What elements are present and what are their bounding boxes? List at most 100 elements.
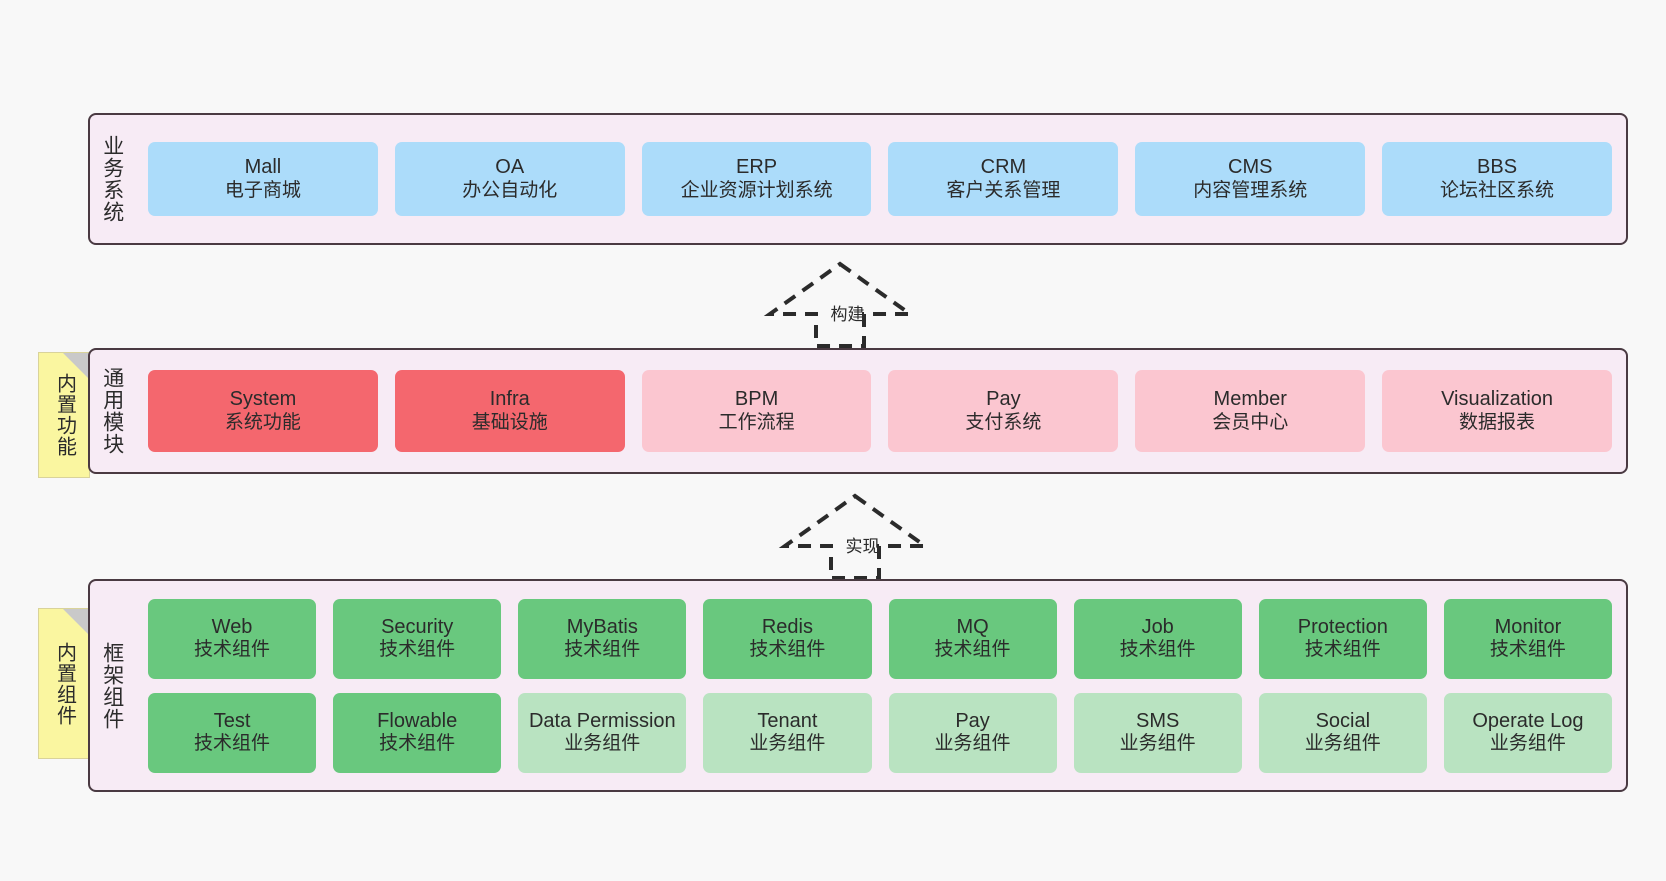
node-title: ERP (736, 156, 778, 178)
node-crm[interactable]: CRM 客户关系管理 (888, 142, 1119, 216)
node-subtitle: 客户关系管理 (946, 179, 1061, 201)
node-subtitle: 技术组件 (749, 639, 826, 661)
band-body-framework-components: Web 技术组件 Security 技术组件 MyBatis 技术组件 Redi… (134, 581, 1626, 790)
node-title: Protection (1297, 615, 1388, 638)
node-title: CRM (980, 156, 1027, 178)
node-job[interactable]: Job 技术组件 (1073, 598, 1242, 679)
band-body-common-modules: System 系统功能 Infra 基础设施 BPM 工作流程 Pay 支付系统… (134, 350, 1626, 472)
node-subtitle: 数据报表 (1459, 411, 1536, 433)
node-redis[interactable]: Redis 技术组件 (703, 598, 872, 679)
node-title: Monitor (1494, 615, 1562, 638)
connector-implement-arrow-icon: 实现 (775, 490, 935, 580)
node-subtitle: 论坛社区系统 (1440, 179, 1555, 201)
node-test[interactable]: Test 技术组件 (148, 692, 317, 773)
node-subtitle: 技术组件 (1304, 639, 1381, 661)
node-subtitle: 基础设施 (471, 411, 548, 433)
node-infra[interactable]: Infra 基础设施 (394, 370, 625, 452)
node-monitor[interactable]: Monitor 技术组件 (1443, 598, 1612, 679)
node-subtitle: 内容管理系统 (1193, 179, 1308, 201)
node-title: Visualization (1441, 388, 1554, 410)
node-title: Tenant (757, 709, 818, 732)
node-subtitle: 工作流程 (718, 411, 795, 433)
node-subtitle: 系统功能 (224, 411, 301, 433)
node-bpm[interactable]: BPM 工作流程 (641, 370, 872, 452)
node-title: OA (495, 156, 525, 178)
node-title: Mall (244, 156, 282, 178)
node-subtitle: 技术组件 (194, 733, 271, 755)
node-title: Redis (761, 615, 813, 638)
node-subtitle: 技术组件 (1489, 639, 1566, 661)
connector-build-label: 构建 (830, 305, 865, 324)
node-title: Job (1141, 615, 1174, 638)
node-cms[interactable]: CMS 内容管理系统 (1135, 142, 1366, 216)
row-business-systems: Mall 电子商城 OA 办公自动化 ERP 企业资源计划系统 CRM 客户关系… (148, 142, 1612, 216)
node-pay-module[interactable]: Pay 支付系统 (888, 370, 1119, 452)
band-body-business-systems: Mall 电子商城 OA 办公自动化 ERP 企业资源计划系统 CRM 客户关系… (134, 115, 1626, 243)
node-title: Pay (955, 709, 990, 732)
node-web[interactable]: Web 技术组件 (148, 598, 317, 679)
node-title: CMS (1228, 156, 1273, 178)
node-subtitle: 电子商城 (224, 179, 301, 201)
node-title: Social (1315, 709, 1371, 732)
node-protection[interactable]: Protection 技术组件 (1258, 598, 1427, 679)
node-subtitle: 技术组件 (379, 639, 456, 661)
node-social[interactable]: Social 业务组件 (1258, 692, 1427, 773)
connector-implement-label: 实现 (845, 537, 880, 556)
node-title: BBS (1477, 156, 1518, 178)
node-subtitle: 业务组件 (1119, 733, 1196, 755)
node-subtitle: 业务组件 (564, 733, 641, 755)
sticky-fold-corner-icon (63, 609, 89, 635)
node-subtitle: 业务组件 (934, 733, 1011, 755)
node-visualization[interactable]: Visualization 数据报表 (1382, 370, 1612, 452)
node-subtitle: 技术组件 (1119, 639, 1196, 661)
row-business-components: Test 技术组件 Flowable 技术组件 Data Permission … (148, 692, 1612, 773)
node-member[interactable]: Member 会员中心 (1135, 370, 1366, 452)
node-oa[interactable]: OA 办公自动化 (394, 142, 625, 216)
node-sms[interactable]: SMS 业务组件 (1073, 692, 1242, 773)
node-title: System (229, 388, 297, 410)
node-operate-log[interactable]: Operate Log 业务组件 (1443, 692, 1612, 773)
node-subtitle: 企业资源计划系统 (680, 179, 833, 201)
node-mq[interactable]: MQ 技术组件 (888, 598, 1057, 679)
node-erp[interactable]: ERP 企业资源计划系统 (641, 142, 872, 216)
node-title: Infra (489, 388, 530, 410)
node-security[interactable]: Security 技术组件 (333, 598, 502, 679)
node-title: Operate Log (1472, 709, 1584, 732)
node-title: MyBatis (566, 615, 638, 638)
node-title: Security (381, 615, 454, 638)
node-data-permission[interactable]: Data Permission 业务组件 (518, 692, 687, 773)
band-label-framework-components: 框架组件 (100, 641, 124, 730)
node-subtitle: 办公自动化 (462, 179, 558, 201)
sticky-note-label: 内置组件 (53, 641, 76, 726)
node-subtitle: 会员中心 (1212, 411, 1289, 433)
node-title: Test (213, 709, 251, 732)
node-pay-component[interactable]: Pay 业务组件 (888, 692, 1057, 773)
node-subtitle: 技术组件 (564, 639, 641, 661)
sticky-note-builtin-components: 内置组件 (38, 608, 90, 759)
band-label-common-modules: 通用模块 (100, 367, 124, 455)
node-system[interactable]: System 系统功能 (148, 370, 378, 452)
node-subtitle: 支付系统 (965, 411, 1042, 433)
node-mall[interactable]: Mall 电子商城 (148, 142, 378, 216)
sticky-note-builtin-functions: 内置功能 (38, 352, 90, 478)
band-framework-components: 框架组件 Web 技术组件 Security 技术组件 MyBatis 技术组件… (88, 579, 1628, 792)
node-title: Pay (986, 388, 1021, 410)
node-title: Flowable (377, 709, 458, 732)
node-tenant[interactable]: Tenant 业务组件 (703, 692, 872, 773)
node-title: SMS (1136, 709, 1180, 732)
node-subtitle: 技术组件 (934, 639, 1011, 661)
node-bbs[interactable]: BBS 论坛社区系统 (1382, 142, 1612, 216)
node-mybatis[interactable]: MyBatis 技术组件 (518, 598, 687, 679)
node-title: BPM (734, 388, 779, 410)
node-title: Data Permission (528, 709, 676, 732)
node-subtitle: 业务组件 (749, 733, 826, 755)
sticky-fold-corner-icon (63, 353, 89, 379)
band-label-business-systems: 业务系统 (100, 135, 124, 223)
node-subtitle: 技术组件 (194, 639, 271, 661)
node-title: Member (1213, 388, 1287, 410)
node-subtitle: 技术组件 (379, 733, 456, 755)
node-title: Web (211, 615, 253, 638)
row-common-modules: System 系统功能 Infra 基础设施 BPM 工作流程 Pay 支付系统… (148, 370, 1612, 452)
node-flowable[interactable]: Flowable 技术组件 (333, 692, 502, 773)
connector-build-arrow-icon: 构建 (760, 258, 920, 348)
